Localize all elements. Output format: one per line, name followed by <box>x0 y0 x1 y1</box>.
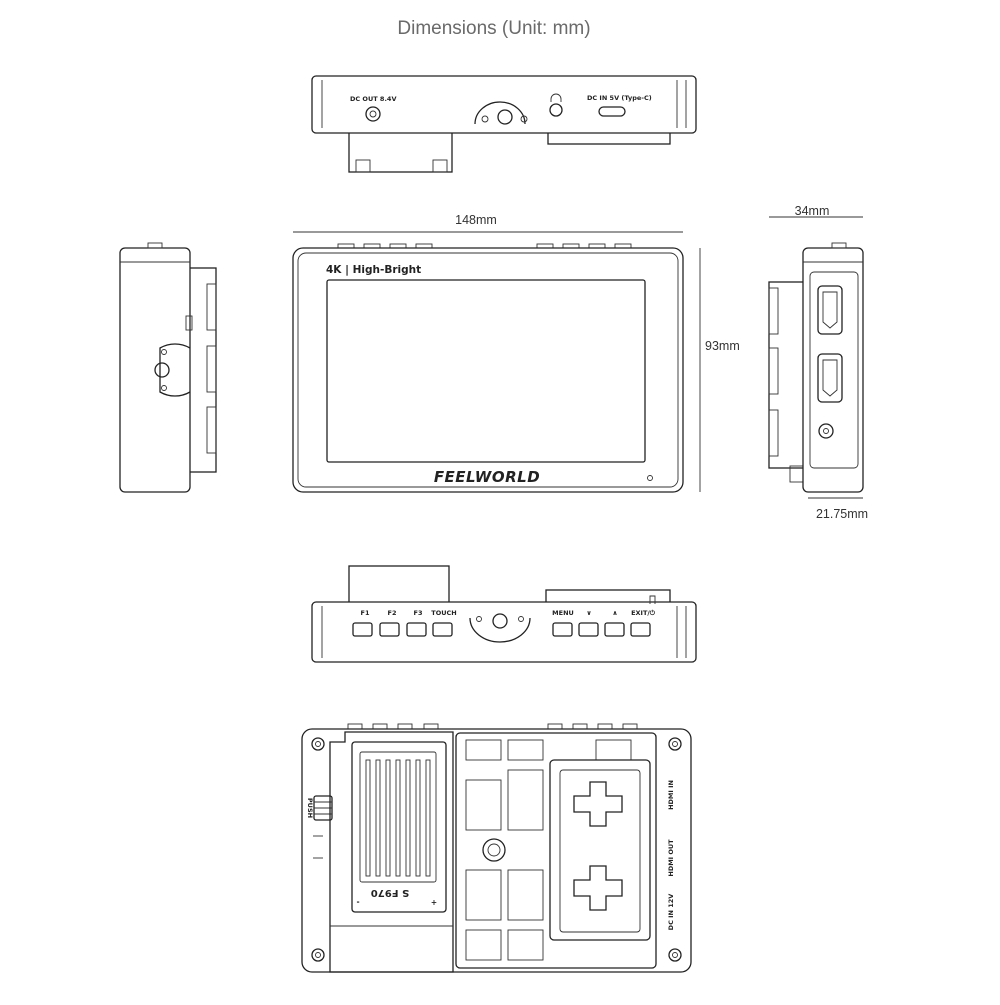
button-down[interactable] <box>578 622 599 637</box>
front-view-bezel <box>297 252 679 488</box>
bottom-mount-screw-icon <box>492 613 508 629</box>
back-view: PUSH S F970 + - <box>301 723 692 973</box>
left-view-mount-screw-icon <box>154 362 170 378</box>
right-view-port-panel <box>809 271 859 469</box>
button-label-menu: MENU <box>552 609 574 617</box>
depth-dimension-label: 34mm <box>795 204 830 218</box>
front-view-badge: 4K | High-Bright <box>326 264 421 276</box>
bottom-view-body <box>311 601 697 663</box>
type-c-port-icon <box>598 106 626 117</box>
back-hdmi-in-label: HDMI IN <box>667 780 675 810</box>
mount-screw-icon <box>497 109 513 125</box>
top-view-dc-in-label: DC IN 5V (Type-C) <box>587 94 652 102</box>
light-sensor-icon <box>647 475 653 481</box>
button-label-exit: EXIT/⏻ <box>631 609 656 617</box>
back-hdmi-out-label: HDMI OUT <box>667 839 675 877</box>
top-view-battery-plate <box>348 127 453 173</box>
front-view-screen <box>326 279 646 463</box>
battery-plate <box>351 741 447 913</box>
hdmi-in-port-icon <box>817 285 843 335</box>
button-f3[interactable] <box>406 622 427 637</box>
left-view-mount-boss <box>159 343 191 397</box>
front-view: 4K | High-Bright FEELWORLD 148mm 93mm <box>292 213 740 493</box>
left-side-view <box>119 242 217 493</box>
dc-out-jack-icon <box>365 106 381 122</box>
bottom-view-battery-plate <box>348 565 450 605</box>
button-label-down: ∨ <box>586 609 591 617</box>
vent-slots <box>465 739 632 961</box>
battery-mount-plate <box>549 759 651 941</box>
bottom-view-mount-boss <box>469 617 531 643</box>
button-f1[interactable] <box>352 622 373 637</box>
top-view-dc-out-label: DC OUT 8.4V <box>350 95 396 103</box>
corner-screw-icon <box>311 948 325 962</box>
push-label: PUSH <box>306 798 314 818</box>
width-dimension-label: 148mm <box>455 213 497 227</box>
diagram-title: Dimensions (Unit: mm) <box>397 18 590 39</box>
battery-slot <box>329 731 454 973</box>
front-view-body <box>292 247 684 493</box>
top-view-body <box>311 75 697 134</box>
headphone-jack-icon <box>549 103 563 117</box>
battery-plus-label: + <box>431 898 437 907</box>
corner-screw-icon <box>668 737 682 751</box>
corner-screw-icon <box>311 737 325 751</box>
corner-screw-icon <box>668 948 682 962</box>
button-label-f1: F1 <box>361 609 370 617</box>
back-view-body <box>301 728 692 973</box>
back-mount-hole-icon <box>482 838 506 862</box>
headphone-icon <box>550 93 562 102</box>
button-up[interactable] <box>604 622 625 637</box>
front-view-brand-logo: FEELWORLD <box>434 468 540 486</box>
height-dimension-label: 93mm <box>705 339 740 353</box>
top-view: DC OUT 8.4V DC IN 5V (Type-C) <box>311 75 697 173</box>
button-label-touch: TOUCH <box>431 609 456 617</box>
button-menu[interactable] <box>552 622 573 637</box>
button-touch[interactable] <box>432 622 453 637</box>
button-label-f3: F3 <box>414 609 423 617</box>
top-view-plate-tab-right <box>432 159 448 173</box>
battery-latch-cross-bottom <box>573 865 623 911</box>
body-depth-dimension-label: 21.75mm <box>816 507 868 521</box>
bottom-view: F1 F2 F3 TOUCH MENU ∨ ∧ EXIT/⏻ <box>311 565 697 663</box>
hdmi-out-port-icon <box>817 353 843 403</box>
button-f2[interactable] <box>379 622 400 637</box>
dc-in-12v-jack-icon <box>818 423 834 439</box>
right-side-view: 34mm 21.75mm <box>768 204 868 521</box>
right-view-body <box>802 247 864 493</box>
back-vent-panel <box>455 732 657 969</box>
top-view-plate-tab-left <box>355 159 371 173</box>
battery-model-label: S F970 <box>371 887 409 898</box>
battery-minus-label: - <box>356 898 359 907</box>
button-exit-power[interactable] <box>630 622 651 637</box>
right-view-battery-plate <box>768 281 806 469</box>
back-dc-in-label: DC IN 12V <box>667 894 675 931</box>
battery-latch-cross-top <box>573 781 623 827</box>
top-view-mount-boss <box>474 101 526 125</box>
button-label-up: ∧ <box>612 609 617 617</box>
button-label-f2: F2 <box>388 609 397 617</box>
